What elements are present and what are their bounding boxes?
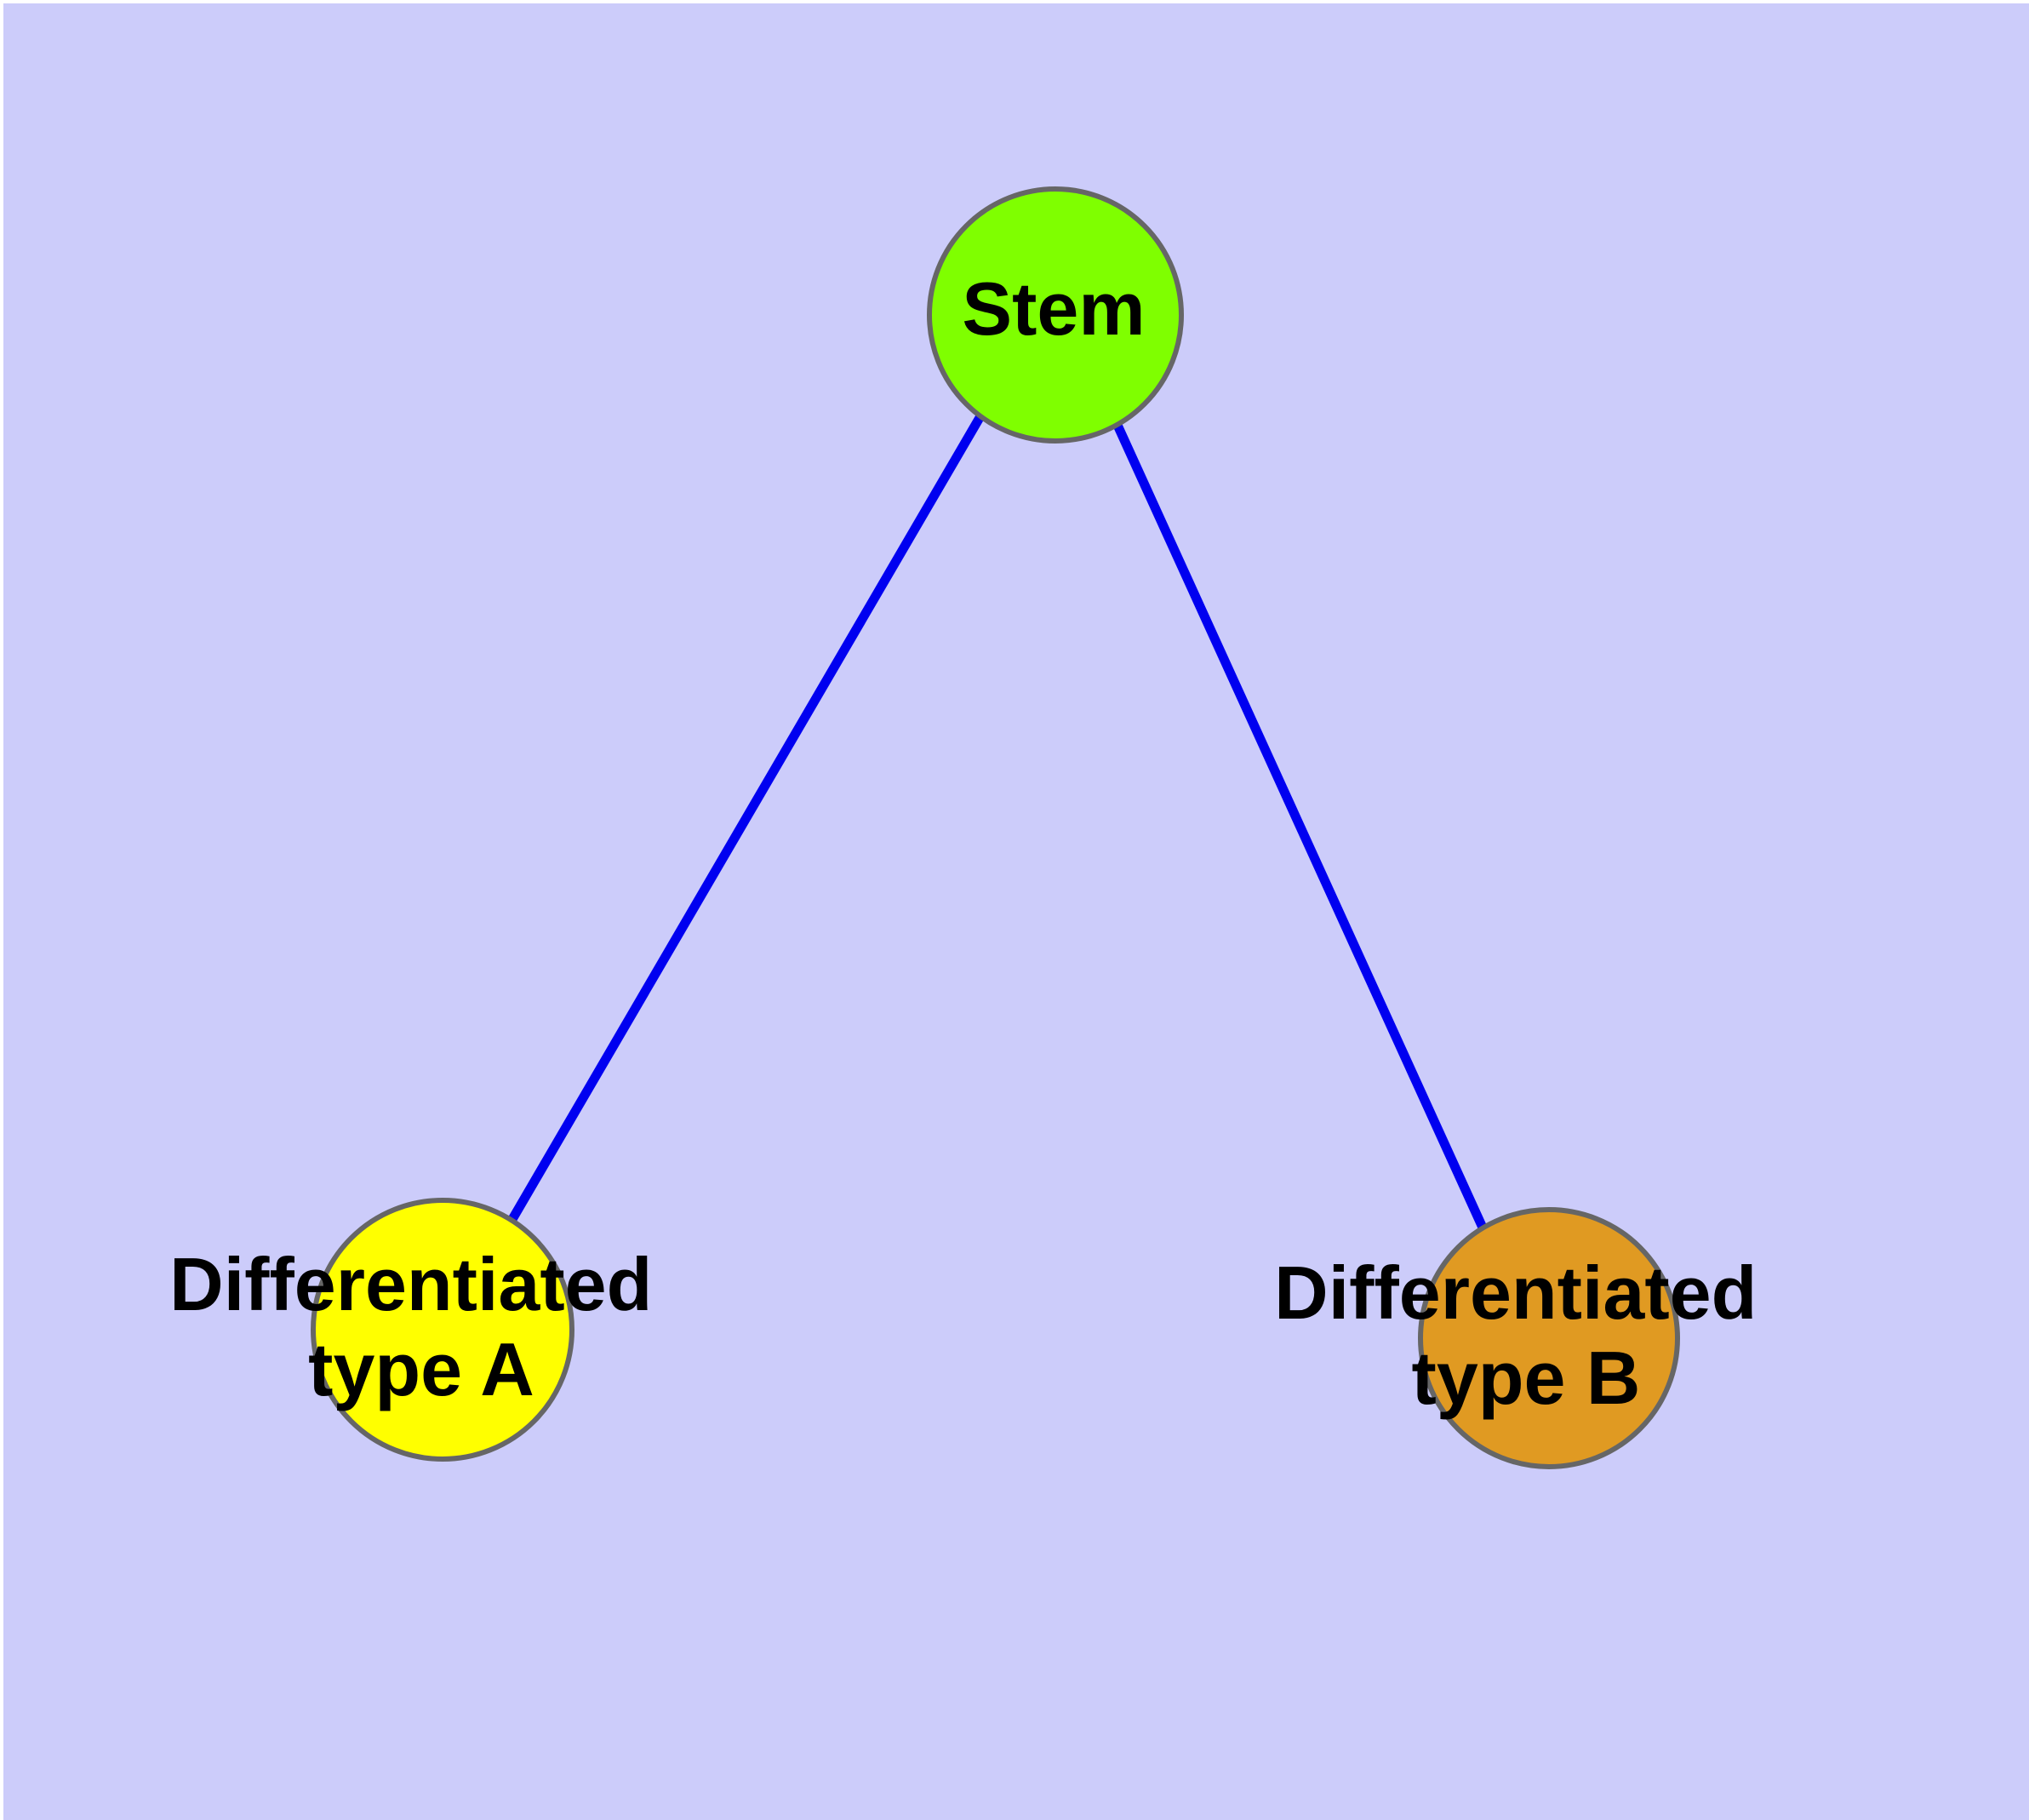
label-layer: Stem Differentiated type A Differentiate…: [169, 266, 1778, 1420]
node-differentiated-type-b[interactable]: [1418, 1207, 1680, 1469]
node-differentiated-type-a[interactable]: [311, 1198, 574, 1462]
node-label-stem: Stem: [962, 266, 1145, 351]
node-label-a-line-2: type A: [308, 1327, 534, 1411]
node-stem[interactable]: [927, 186, 1184, 444]
node-layer: [311, 186, 1680, 1469]
edge-stem-to-differentiated-type-a[interactable]: [507, 414, 985, 1223]
edge-layer: [507, 414, 1488, 1230]
node-label-stem-line-1: Stem: [962, 266, 1145, 351]
node-label-b-line-1: Differentiated: [1274, 1251, 1757, 1335]
node-label-a-line-1: Differentiated: [169, 1242, 652, 1326]
node-label-differentiated-type-a: Differentiated type A: [169, 1242, 673, 1411]
node-label-differentiated-type-b: Differentiated type B: [1274, 1251, 1778, 1420]
edge-stem-to-differentiated-type-b[interactable]: [1111, 419, 1488, 1230]
node-label-b-line-2: type B: [1412, 1336, 1641, 1420]
